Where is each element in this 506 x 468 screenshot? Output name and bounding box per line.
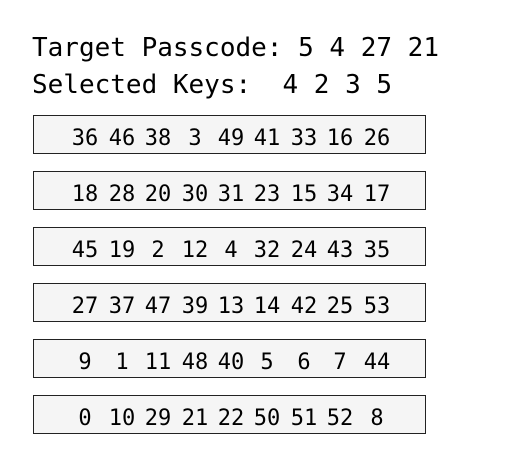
key-number: 20 bbox=[144, 182, 172, 207]
key-number: 7 bbox=[333, 350, 347, 375]
key-number: 16 bbox=[326, 126, 354, 151]
key-number: 28 bbox=[108, 182, 136, 207]
key-number: 47 bbox=[144, 294, 172, 319]
key-number: 15 bbox=[290, 182, 318, 207]
key-number: 3 bbox=[188, 126, 202, 151]
key-number: 8 bbox=[370, 406, 384, 431]
key-number: 40 bbox=[217, 350, 245, 375]
key-number: 6 bbox=[297, 350, 311, 375]
key-number: 39 bbox=[181, 294, 209, 319]
key-number: 17 bbox=[363, 182, 391, 207]
key-number: 4 bbox=[224, 238, 238, 263]
key-number: 45 bbox=[71, 238, 99, 263]
key-number: 37 bbox=[108, 294, 136, 319]
key-number: 11 bbox=[144, 350, 172, 375]
target-passcode-line: Target Passcode: 5 4 27 21 bbox=[32, 33, 439, 63]
key-number: 30 bbox=[181, 182, 209, 207]
selected-keys-label: Selected Keys: bbox=[32, 70, 252, 100]
key-row-6[interactable]: 0 10 29 21 22 50 51 52 8 bbox=[33, 395, 426, 434]
key-number: 46 bbox=[108, 126, 136, 151]
key-number: 43 bbox=[326, 238, 354, 263]
target-passcode-label: Target Passcode: bbox=[32, 33, 283, 63]
key-number: 33 bbox=[290, 126, 318, 151]
key-number: 52 bbox=[326, 406, 354, 431]
key-number: 48 bbox=[181, 350, 209, 375]
key-number: 41 bbox=[253, 126, 281, 151]
key-number: 32 bbox=[253, 238, 281, 263]
key-number: 34 bbox=[326, 182, 354, 207]
key-number: 35 bbox=[363, 238, 391, 263]
key-number: 38 bbox=[144, 126, 172, 151]
key-number: 10 bbox=[108, 406, 136, 431]
key-row-2[interactable]: 18 28 20 30 31 23 15 34 17 bbox=[33, 171, 426, 210]
key-number: 13 bbox=[217, 294, 245, 319]
key-number: 44 bbox=[363, 350, 391, 375]
key-number: 23 bbox=[253, 182, 281, 207]
key-number: 36 bbox=[71, 126, 99, 151]
key-row-3[interactable]: 45 19 2 12 4 32 24 43 35 bbox=[33, 227, 426, 266]
selected-keys-value: 4 2 3 5 bbox=[282, 70, 393, 100]
key-number: 0 bbox=[78, 406, 92, 431]
key-number: 21 bbox=[181, 406, 209, 431]
key-number: 26 bbox=[363, 126, 391, 151]
key-number: 29 bbox=[144, 406, 172, 431]
selected-keys-line: Selected Keys: 4 2 3 5 bbox=[32, 70, 392, 100]
key-number: 2 bbox=[151, 238, 165, 263]
key-number: 22 bbox=[217, 406, 245, 431]
key-number: 24 bbox=[290, 238, 318, 263]
key-number: 31 bbox=[217, 182, 245, 207]
key-number: 51 bbox=[290, 406, 318, 431]
key-number: 53 bbox=[363, 294, 391, 319]
key-number: 49 bbox=[217, 126, 245, 151]
key-number: 42 bbox=[290, 294, 318, 319]
key-number: 14 bbox=[253, 294, 281, 319]
key-number: 9 bbox=[78, 350, 92, 375]
key-number: 12 bbox=[181, 238, 209, 263]
key-number: 19 bbox=[108, 238, 136, 263]
key-number: 27 bbox=[71, 294, 99, 319]
key-number: 50 bbox=[253, 406, 281, 431]
key-row-4[interactable]: 27 37 47 39 13 14 42 25 53 bbox=[33, 283, 426, 322]
key-number: 5 bbox=[260, 350, 274, 375]
key-number: 18 bbox=[71, 182, 99, 207]
target-passcode-value: 5 4 27 21 bbox=[298, 33, 439, 63]
key-row-1[interactable]: 36 46 38 3 49 41 33 16 26 bbox=[33, 115, 426, 154]
key-number: 25 bbox=[326, 294, 354, 319]
key-number: 1 bbox=[115, 350, 129, 375]
